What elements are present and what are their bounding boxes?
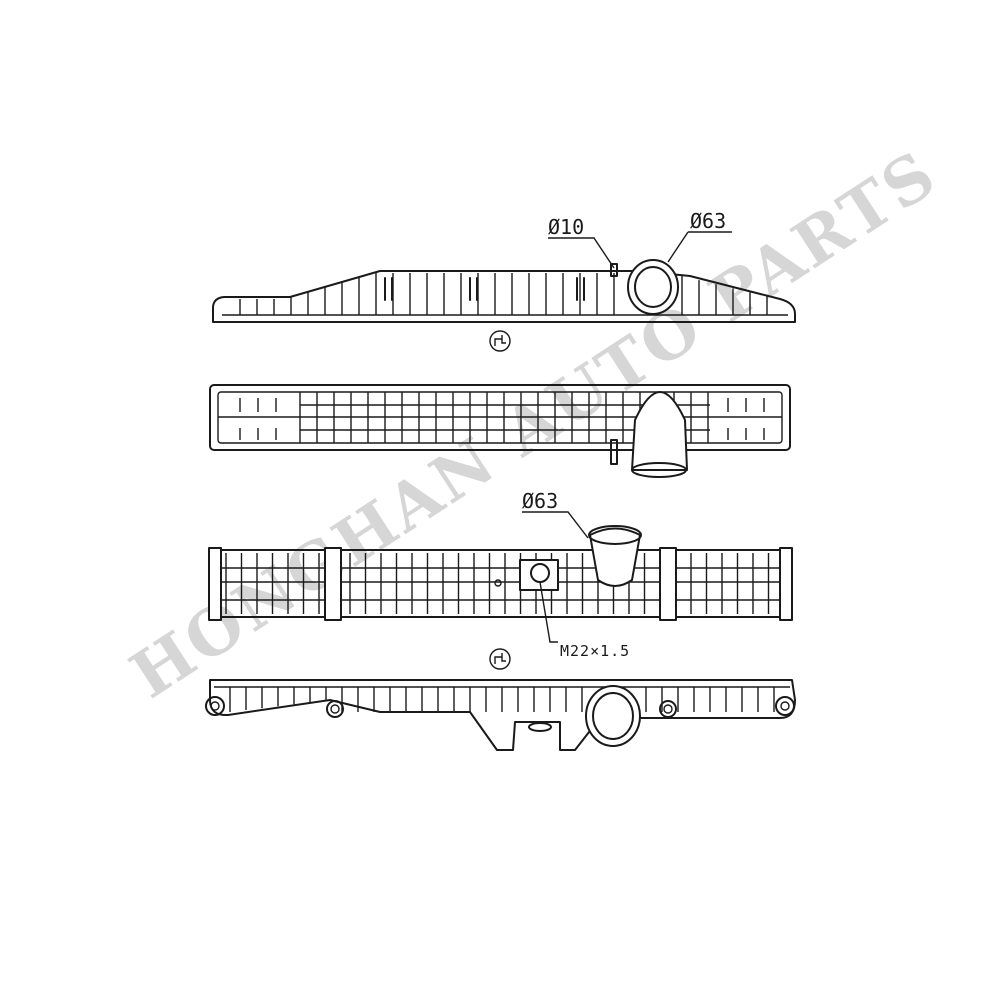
leader-phi63-top <box>667 231 732 263</box>
recycle-mark-icon <box>489 330 511 352</box>
recycle-mark-icon-2 <box>489 648 511 670</box>
label-phi63-top: Ø63 <box>690 209 726 233</box>
label-phi10: Ø10 <box>548 215 584 239</box>
label-m22: M22×1.5 <box>560 642 630 660</box>
watermark: HONGHAN AUTO PARTS <box>118 136 951 713</box>
bottom-tank-ribs <box>229 687 775 712</box>
bottom-tank-side-view <box>205 679 796 751</box>
leader-m22 <box>539 581 558 643</box>
top-tank-plan-view <box>209 384 791 478</box>
top-tank-side-view <box>212 259 796 323</box>
leader-phi63-bottom <box>522 511 589 539</box>
label-phi63-bottom: Ø63 <box>522 489 558 513</box>
top-tank-ribs <box>239 272 768 315</box>
leader-phi10 <box>548 237 615 269</box>
bottom-tank-plan-view <box>208 525 793 621</box>
